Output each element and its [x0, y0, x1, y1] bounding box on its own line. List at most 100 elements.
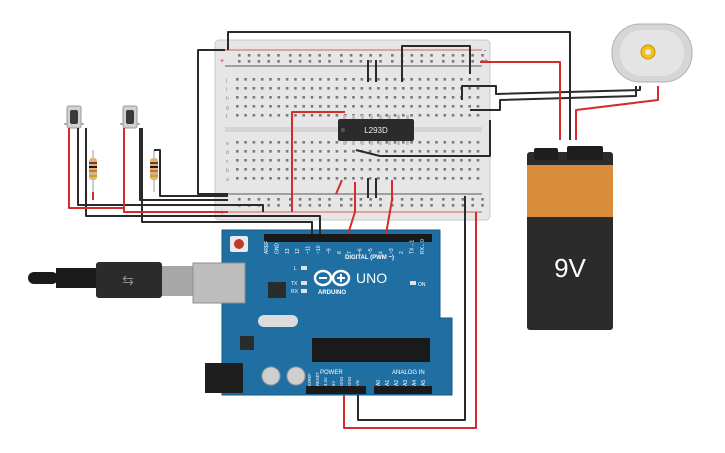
pin-label: A1 — [385, 380, 391, 386]
pin-label: A4 — [412, 380, 418, 386]
wire-black[interactable] — [85, 128, 321, 234]
pin-label: 12 — [295, 248, 301, 254]
pin-label: AREF — [264, 241, 270, 254]
pin-label: IOREF — [307, 373, 312, 386]
pin-label: A0 — [376, 380, 382, 386]
arduino-logo-icon — [313, 269, 351, 287]
atmega-chip — [312, 338, 430, 362]
wire-black[interactable] — [355, 120, 491, 157]
usb-port[interactable] — [192, 262, 246, 304]
wire-red[interactable] — [385, 180, 393, 235]
rail-minus-top-right: - — [484, 48, 487, 55]
resistor-2[interactable] — [150, 150, 158, 192]
wire-black[interactable] — [401, 45, 471, 82]
row-letters-bottom-left: e d c b a — [226, 141, 229, 183]
arduino-logo-text: ARDUINO — [318, 290, 346, 296]
ic-pins-top — [343, 115, 409, 120]
power-label: POWER — [320, 370, 343, 376]
row-letter: d — [226, 150, 229, 156]
rail-plus-top: + — [220, 58, 224, 65]
pin-label: ~6 — [358, 248, 364, 254]
wire-black[interactable] — [139, 128, 228, 201]
wire-black[interactable] — [470, 86, 637, 111]
led-rx-label: RX — [291, 289, 299, 295]
resistor-1[interactable] — [89, 150, 97, 192]
pin-label: RX←0 — [420, 239, 426, 254]
wire-red[interactable] — [347, 182, 356, 235]
pin-label: Vin — [355, 379, 360, 386]
battery-9v[interactable]: 9V — [527, 146, 613, 330]
pin-label: ~11 — [306, 246, 312, 254]
pin-label: ~5 — [368, 248, 374, 254]
pin-label: 4 — [378, 251, 384, 254]
pin-label: 5V — [331, 381, 336, 386]
row-letter: j — [225, 78, 227, 84]
breadboard-holes[interactable] — [236, 54, 484, 207]
pin-label: 7 — [347, 251, 353, 254]
pin-label: GND — [347, 377, 352, 386]
battery-label: 9V — [554, 253, 586, 283]
wire-red[interactable] — [291, 111, 345, 212]
led-l-label: L — [294, 266, 297, 272]
pin-label: GND — [274, 243, 280, 255]
wire-red[interactable] — [480, 61, 561, 140]
pin-label: A5 — [421, 380, 427, 386]
analog-header[interactable] — [374, 386, 432, 394]
pin-label: ~3 — [389, 248, 395, 254]
push-button-1[interactable] — [64, 105, 84, 129]
row-letter: b — [226, 168, 229, 174]
row-letter: g — [226, 105, 229, 111]
row-letter: f — [226, 114, 228, 120]
pin-label: 13 — [285, 248, 291, 254]
led-tx-label: TX — [291, 281, 298, 287]
analog-label: ANALOG IN — [392, 370, 425, 376]
rail-minus-top: - — [220, 48, 223, 55]
usb-cable: ⇆ — [28, 262, 200, 298]
wire-black[interactable] — [197, 49, 228, 195]
row-letter: c — [226, 159, 229, 165]
wire-black[interactable] — [227, 31, 571, 140]
row-letter: e — [226, 141, 229, 147]
row-letter: a — [226, 177, 229, 183]
l293d-chip[interactable]: L293D — [338, 115, 414, 145]
wire-black[interactable] — [141, 128, 313, 234]
ic-label: L293D — [364, 126, 388, 135]
row-letters-top-left: j i h g f — [225, 78, 229, 120]
wire-black[interactable] — [154, 149, 228, 197]
wire-red[interactable] — [575, 86, 659, 140]
push-button-2[interactable] — [120, 105, 140, 129]
pin-label: A3 — [403, 380, 409, 386]
wire-black[interactable] — [357, 196, 466, 421]
dc-jack[interactable] — [205, 363, 243, 393]
wire-black[interactable] — [461, 85, 641, 100]
row-letter: i — [226, 87, 227, 93]
ic-pins-bottom — [343, 140, 409, 145]
usb-icon: ⇆ — [122, 272, 134, 288]
wire-red[interactable] — [335, 179, 343, 195]
row-letter: h — [226, 96, 229, 102]
arduino-uno[interactable]: ARDUINO UNO DIGITAL (PWM ~) POWER ANALOG… — [192, 229, 453, 396]
pin-label: GND — [339, 377, 344, 386]
wire-black[interactable] — [77, 128, 264, 212]
pin-label: 8 — [337, 251, 343, 254]
on-label: ON — [418, 282, 426, 288]
board-model: UNO — [356, 270, 387, 286]
on-led — [410, 281, 416, 285]
digital-header[interactable] — [264, 234, 432, 242]
wires — [68, 31, 659, 429]
pin-label: TX→1 — [410, 240, 416, 254]
digital-label: DIGITAL (PWM ~) — [345, 255, 394, 261]
wire-red[interactable] — [343, 212, 477, 429]
pin-label: ~10 — [316, 245, 322, 254]
pin-label: RESET — [315, 372, 320, 386]
rail-plus-bottom: + — [220, 210, 224, 217]
pin-label: 2 — [399, 251, 405, 254]
digital-pin-labels: AREF GND 13 12 ~11 ~10 ~9 8 7 ~6 ~5 4 ~3 2 TX→1 RX←0 — [264, 239, 426, 254]
dc-motor[interactable] — [611, 23, 693, 83]
power-header[interactable] — [306, 386, 366, 394]
pin-label: ~9 — [326, 248, 332, 254]
pin-label: A2 — [394, 380, 400, 386]
